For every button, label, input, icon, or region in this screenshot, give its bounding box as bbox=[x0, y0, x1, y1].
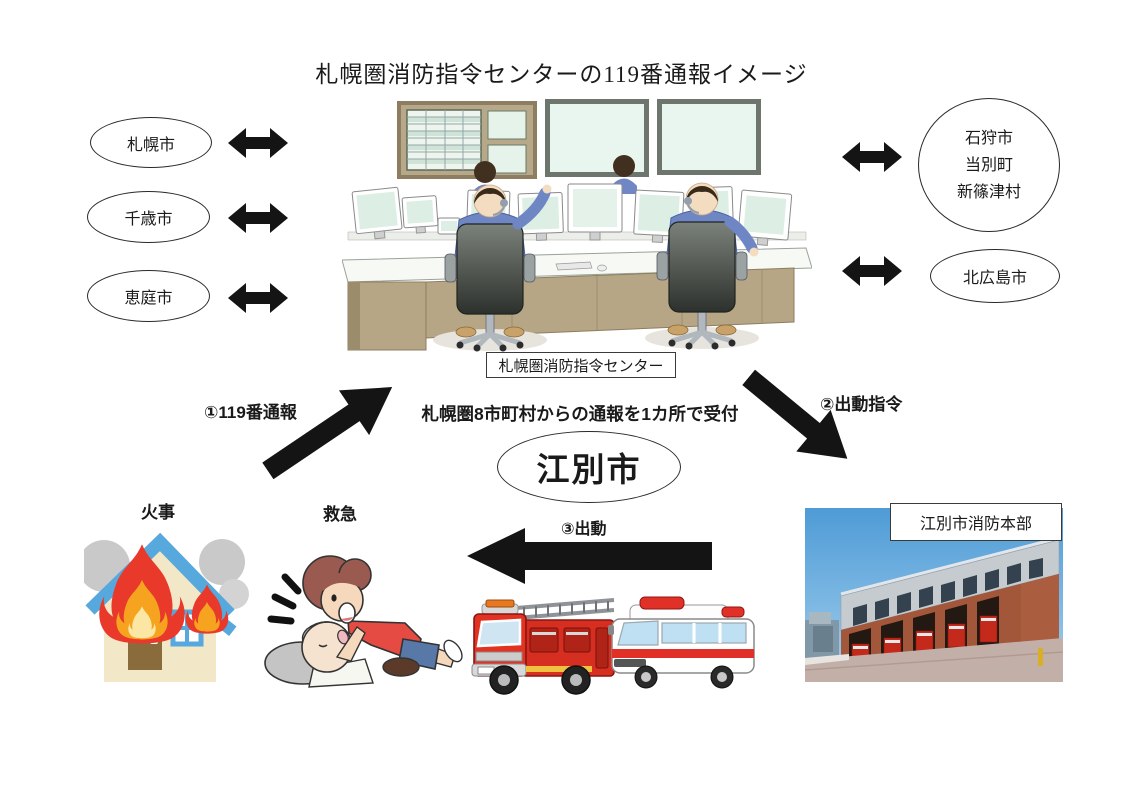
fire-label: 火事 bbox=[141, 503, 175, 522]
shout-lines bbox=[267, 573, 302, 625]
operator-left bbox=[433, 184, 552, 352]
photo-pavement bbox=[805, 638, 1063, 682]
double-arrow-icon bbox=[842, 142, 902, 172]
city-label-shinshinotsu: 新篠津村 bbox=[956, 183, 1021, 201]
city-oval-ebetsu: 江別市 bbox=[497, 431, 681, 503]
city-oval-chitose: 千歳市 bbox=[87, 191, 210, 243]
wall-displays bbox=[397, 99, 761, 179]
city-oval-sapporo: 札幌市 bbox=[90, 117, 212, 168]
dispatch-center-label-text: 札幌圏消防指令センター bbox=[498, 358, 664, 375]
cpr-first-aid-illustration bbox=[264, 555, 463, 688]
step3-label: ③出動 bbox=[561, 521, 607, 538]
city-oval-eniwa: 恵庭市 bbox=[87, 270, 210, 322]
patient bbox=[264, 621, 374, 688]
flame-large bbox=[99, 544, 185, 644]
truck-wheels bbox=[489, 665, 591, 695]
dispatch-center-label: 札幌圏消防指令センター bbox=[486, 352, 676, 378]
double-arrow-icon bbox=[228, 203, 288, 233]
city-label-tobetsu: 当別町 bbox=[964, 156, 1013, 174]
city-label-chitose: 千歳市 bbox=[124, 211, 173, 228]
city-label-sapporo: 札幌市 bbox=[126, 136, 175, 154]
operator-right bbox=[645, 182, 759, 350]
city-label-ishikari: 石狩市 bbox=[964, 129, 1013, 147]
step2-label: ②出動指令 bbox=[820, 395, 903, 414]
reception-note: 札幌圏8市町村からの通報を1カ所で受付 bbox=[421, 404, 739, 424]
photo-background bbox=[805, 612, 839, 662]
double-arrow-icon bbox=[228, 128, 288, 158]
city-label-eniwa: 恵庭市 bbox=[124, 290, 173, 307]
ambulance-wheels bbox=[634, 665, 734, 689]
ladder bbox=[515, 598, 615, 620]
flame-small bbox=[185, 584, 229, 634]
city-circle-ishikari-area: 石狩市 当別町 新篠津村 bbox=[918, 98, 1060, 232]
truck-body bbox=[471, 613, 615, 677]
page-title: 札幌圏消防指令センターの119番通報イメージ bbox=[315, 62, 808, 87]
rescuer bbox=[302, 555, 463, 677]
fire-hq-label: 江別市消防本部 bbox=[890, 503, 1062, 541]
city-label-kitahiroshima: 北広島市 bbox=[962, 270, 1027, 287]
ambulance-body bbox=[608, 596, 755, 674]
dispatch-center-illustration bbox=[342, 99, 812, 352]
double-arrow-icon bbox=[228, 283, 288, 313]
arrow-down-right-icon bbox=[742, 369, 848, 459]
burning-house-illustration bbox=[84, 532, 249, 682]
step1-label: ①119番通報 bbox=[204, 403, 297, 422]
double-arrow-icon bbox=[842, 256, 902, 286]
fire-hq-label-text: 江別市消防本部 bbox=[919, 516, 1032, 533]
fire-truck-illustration bbox=[471, 598, 615, 695]
ambulance-illustration bbox=[608, 596, 755, 689]
arrow-left-icon bbox=[467, 528, 712, 584]
city-oval-kitahiroshima: 北広島市 bbox=[930, 249, 1060, 303]
arrow-up-right-icon bbox=[262, 387, 393, 480]
ems-label: 救急 bbox=[323, 505, 357, 524]
city-label-ebetsu: 江別市 bbox=[536, 451, 642, 488]
